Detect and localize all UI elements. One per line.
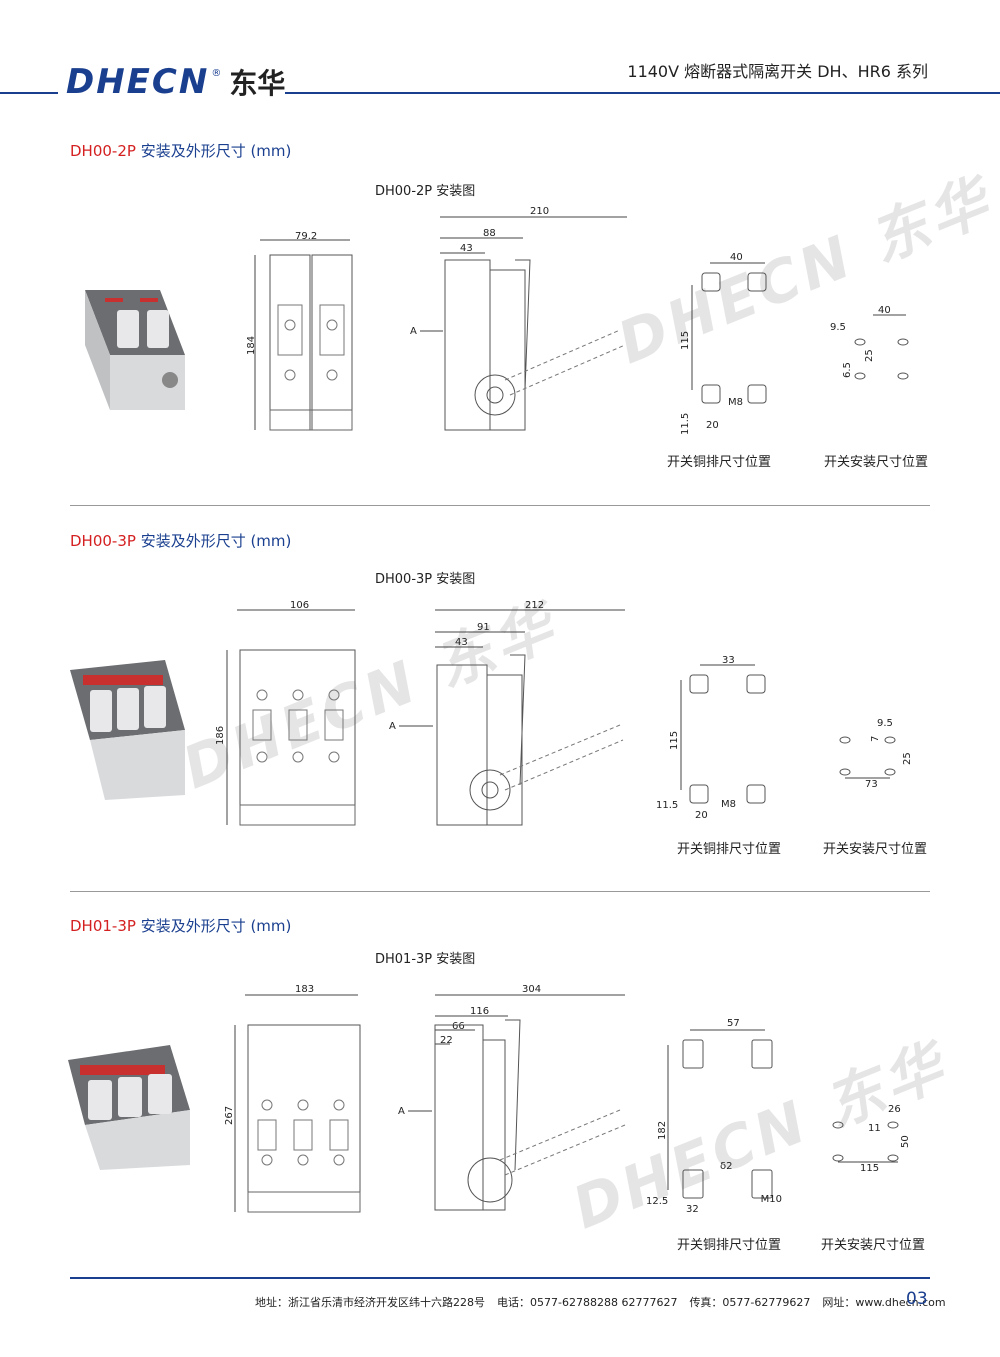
header-rule-right [285, 92, 1000, 94]
caption-mount: 开关安装尺寸位置 [824, 455, 929, 470]
side-view-dh00-2p: 210 88 43 A [410, 206, 627, 431]
dim-side-short: 66 [452, 1021, 465, 1032]
dim-front-height: 184 [246, 336, 257, 355]
dim-bus-delta: δ2 [720, 1161, 732, 1172]
drawing-subtitle: DH00-2P 安装图 [375, 184, 476, 199]
busbar-diagram-dh00-2p: 40 115 11.5 20 M8 [680, 252, 767, 435]
watermark: DHECN 东华 [608, 166, 1000, 378]
section-divider [70, 505, 930, 506]
dim-bus-bolt: M8 [728, 397, 743, 408]
dim-bus-v: 115 [669, 731, 680, 750]
footer-rule [70, 1277, 930, 1279]
dim-side-total: 212 [525, 600, 544, 611]
dim-side-short: 43 [455, 637, 468, 648]
dim-side-total: 304 [522, 984, 541, 995]
front-view-dh00-3p: 106 186 [215, 600, 356, 826]
side-view-dh01-3p: 304 116 66 22 A [398, 984, 626, 1211]
dim-side-short: 43 [460, 243, 473, 254]
dim-mount-a: 9.5 [877, 718, 893, 729]
dim-mount-a: 9.5 [830, 322, 846, 333]
dim-mount-c: 50 [900, 1135, 911, 1148]
caption-mount: 开关安装尺寸位置 [821, 1238, 926, 1253]
dim-side-mid: 88 [483, 228, 496, 239]
front-view-dh00-2p: 79.2 184 [246, 231, 353, 431]
caption-busbar: 开关铜排尺寸位置 [677, 842, 782, 857]
dim-bus-v: 115 [680, 331, 691, 350]
dim-bus-bottom: 12.5 [646, 1196, 668, 1207]
dim-side-shortest: 22 [440, 1035, 453, 1046]
page-title: 1140V 熔断器式隔离开关 DH、HR6 系列 [627, 62, 928, 81]
header-rule-left [0, 92, 58, 94]
product-photo-dh00-2p [85, 290, 185, 410]
drawing-subtitle: DH01-3P 安装图 [375, 952, 476, 967]
dim-bus-h: 57 [727, 1018, 740, 1029]
dim-mount-a: 26 [888, 1104, 901, 1115]
logo-text: DHECN [66, 62, 210, 102]
caption-busbar: 开关铜排尺寸位置 [677, 1238, 782, 1253]
caption-mount: 开关安装尺寸位置 [823, 842, 928, 857]
footer-phone: 电话：0577-62788288 62777627 [497, 1296, 678, 1309]
footer-contact: 地址：浙江省乐清市经济开发区纬十六路228号 电话：0577-62788288 … [255, 1294, 946, 1310]
dim-front-width: 183 [295, 984, 314, 995]
dim-front-height: 267 [224, 1106, 235, 1125]
dim-bus-h: 40 [730, 252, 743, 263]
section-divider [70, 891, 930, 892]
product-photo-dh00-3p [70, 660, 185, 800]
logo-registered-mark: ® [211, 67, 222, 79]
footer-address: 地址：浙江省乐清市经济开发区纬十六路228号 [255, 1296, 485, 1309]
dim-front-height: 186 [215, 726, 226, 745]
dim-bus-bolt: M10 [761, 1194, 782, 1205]
section-title-dh00-3p: DH00-3P 安装及外形尺寸 (mm) [70, 532, 292, 550]
dim-side-total: 210 [530, 206, 549, 217]
drawing-subtitle: DH00-3P 安装图 [375, 572, 476, 587]
section-title-dh00-2p: DH00-2P 安装及外形尺寸 (mm) [70, 142, 292, 160]
busbar-diagram-dh00-3p: 33 115 11.5 20 M8 [656, 655, 766, 821]
dim-side-mid: 116 [470, 1006, 489, 1017]
company-logo: DHECN ® 东华 [66, 62, 285, 102]
dim-mount-w: 115 [860, 1163, 879, 1174]
section-title-dh01-3p: DH01-3P 安装及外形尺寸 (mm) [70, 917, 292, 935]
mount-diagram-dh01-3p: 26 11 50 115 [832, 1104, 911, 1174]
arrow-label: A [410, 326, 417, 337]
mount-diagram-dh00-3p: 9.5 7 25 73 [839, 718, 913, 790]
side-view-dh00-3p: 212 91 43 A [389, 600, 625, 826]
dim-bus-bottom-w: 32 [686, 1204, 699, 1215]
logo-chinese: 东华 [229, 67, 286, 100]
page-number: 03 [906, 1289, 928, 1309]
arrow-label: A [389, 721, 396, 732]
caption-busbar: 开关铜排尺寸位置 [667, 455, 772, 470]
dim-bus-bottom-w: 20 [695, 810, 708, 821]
dim-side-mid: 91 [477, 622, 490, 633]
dim-mount-c: 25 [902, 752, 913, 765]
dim-bus-bottom: 11.5 [656, 800, 678, 811]
arrow-label: A [398, 1106, 405, 1117]
dim-mount-c: 25 [864, 349, 875, 362]
dim-mount-b: 7 [870, 736, 881, 742]
mount-diagram-dh00-2p: 40 9.5 6.5 25 [830, 305, 909, 380]
busbar-diagram-dh01-3p: 57 182 δ2 12.5 32 M10 [646, 1018, 782, 1215]
dim-front-width: 79.2 [295, 231, 317, 242]
dim-bus-h: 33 [722, 655, 735, 666]
front-view-dh01-3p: 183 267 [224, 984, 361, 1213]
product-photo-dh01-3p [68, 1045, 190, 1170]
footer-website: 网址：www.dhecn.com [822, 1296, 946, 1309]
footer-fax: 传真：0577-62779627 [689, 1296, 811, 1309]
dim-mount-b: 11 [868, 1123, 881, 1134]
dim-bus-bottom-w: 20 [706, 420, 719, 431]
dim-bus-bolt: M8 [721, 799, 736, 810]
dim-mount-b: 6.5 [842, 362, 853, 378]
dim-bus-v: 182 [657, 1121, 668, 1140]
dim-front-width: 106 [290, 600, 309, 611]
dim-mount-w: 73 [865, 779, 878, 790]
dim-mount-w: 40 [878, 305, 891, 316]
dim-bus-bottom: 11.5 [680, 413, 691, 435]
